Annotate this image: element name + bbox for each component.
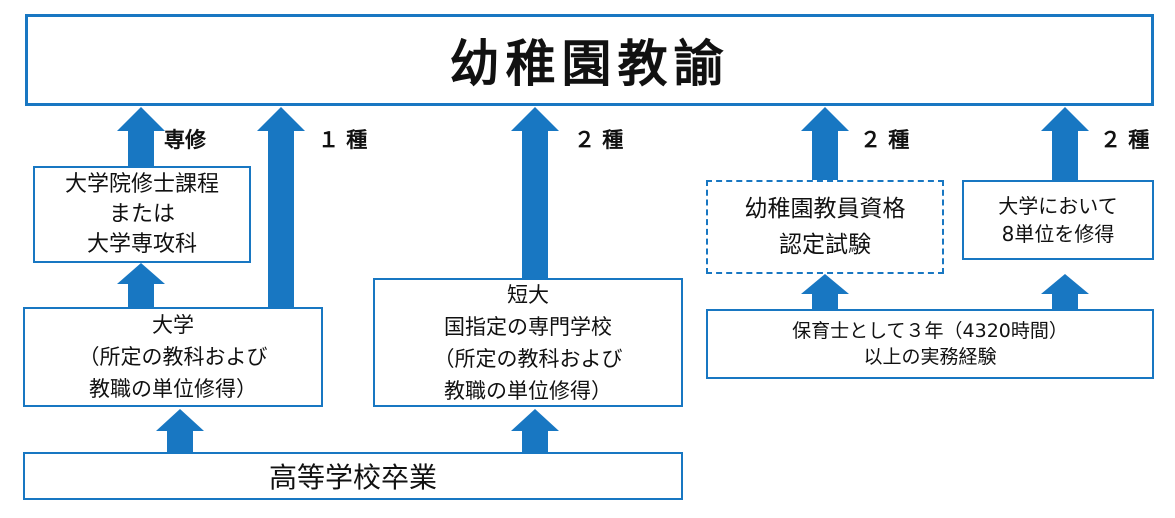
page-title: 幼稚園教諭 — [449, 35, 730, 93]
high-school-graduation-box: 高等学校卒業 — [23, 452, 683, 500]
exam-line-2: 認定試験 — [779, 232, 871, 258]
arrow-university-to-graduate — [117, 263, 165, 307]
type2-credit-label: ２ 種 — [1100, 128, 1150, 152]
experience-line-1: 保育士として３年（4320時間） — [792, 320, 1068, 342]
graduate-line-3: 大学専攻科 — [86, 231, 197, 257]
junior-college-line-1: 短大 — [507, 282, 549, 307]
university-credit-box: 大学において 8単位を修得 — [962, 180, 1154, 260]
graduate-line-2: または — [108, 201, 175, 227]
arrow-graduate-to-top — [117, 107, 165, 166]
arrow-university-to-top — [257, 107, 305, 307]
nursery-experience-box: 保育士として３年（4320時間） 以上の実務経験 — [706, 309, 1154, 379]
arrow-junior-to-top — [511, 107, 559, 278]
experience-line-2: 以上の実務経験 — [863, 346, 997, 368]
junior-college-line-4: 教職の単位修得） — [444, 378, 612, 403]
credit-line-1: 大学において — [998, 194, 1118, 218]
high-school-label: 高等学校卒業 — [268, 461, 437, 494]
university-line-1: 大学 — [152, 313, 194, 337]
junior-college-box: 短大 国指定の専門学校 （所定の教科および 教職の単位修得） — [373, 278, 683, 407]
university-box: 大学 （所定の教科および 教職の単位修得） — [23, 307, 323, 407]
senshu-label: 専修 — [164, 128, 206, 152]
graduate-line-1: 大学院修士課程 — [64, 171, 219, 197]
qualification-exam-box: 幼稚園教員資格 認定試験 — [706, 180, 944, 274]
arrow-highschool-to-university — [156, 409, 204, 452]
type1-label: １ 種 — [318, 128, 368, 152]
exam-line-1: 幼稚園教員資格 — [744, 196, 906, 222]
junior-college-line-3: （所定の教科および — [433, 346, 623, 371]
type2-exam-label: ２ 種 — [860, 128, 910, 152]
university-line-3: 教職の単位修得） — [89, 377, 257, 401]
university-line-2: （所定の教科および — [78, 345, 268, 369]
graduate-school-box: 大学院修士課程 または 大学専攻科 — [33, 166, 251, 263]
arrow-highschool-to-junior — [511, 409, 559, 452]
type2-junior-label: ２ 種 — [574, 128, 624, 152]
arrow-experience-to-exam — [801, 274, 849, 309]
arrow-credit-to-top — [1041, 107, 1089, 180]
junior-college-line-2: 国指定の専門学校 — [444, 314, 612, 339]
kindergarten-teacher-title-box: 幼稚園教諭 — [25, 14, 1154, 106]
arrow-experience-to-credit — [1041, 274, 1089, 309]
arrow-exam-to-top — [801, 107, 849, 180]
credit-line-2: 8単位を修得 — [1001, 222, 1115, 246]
